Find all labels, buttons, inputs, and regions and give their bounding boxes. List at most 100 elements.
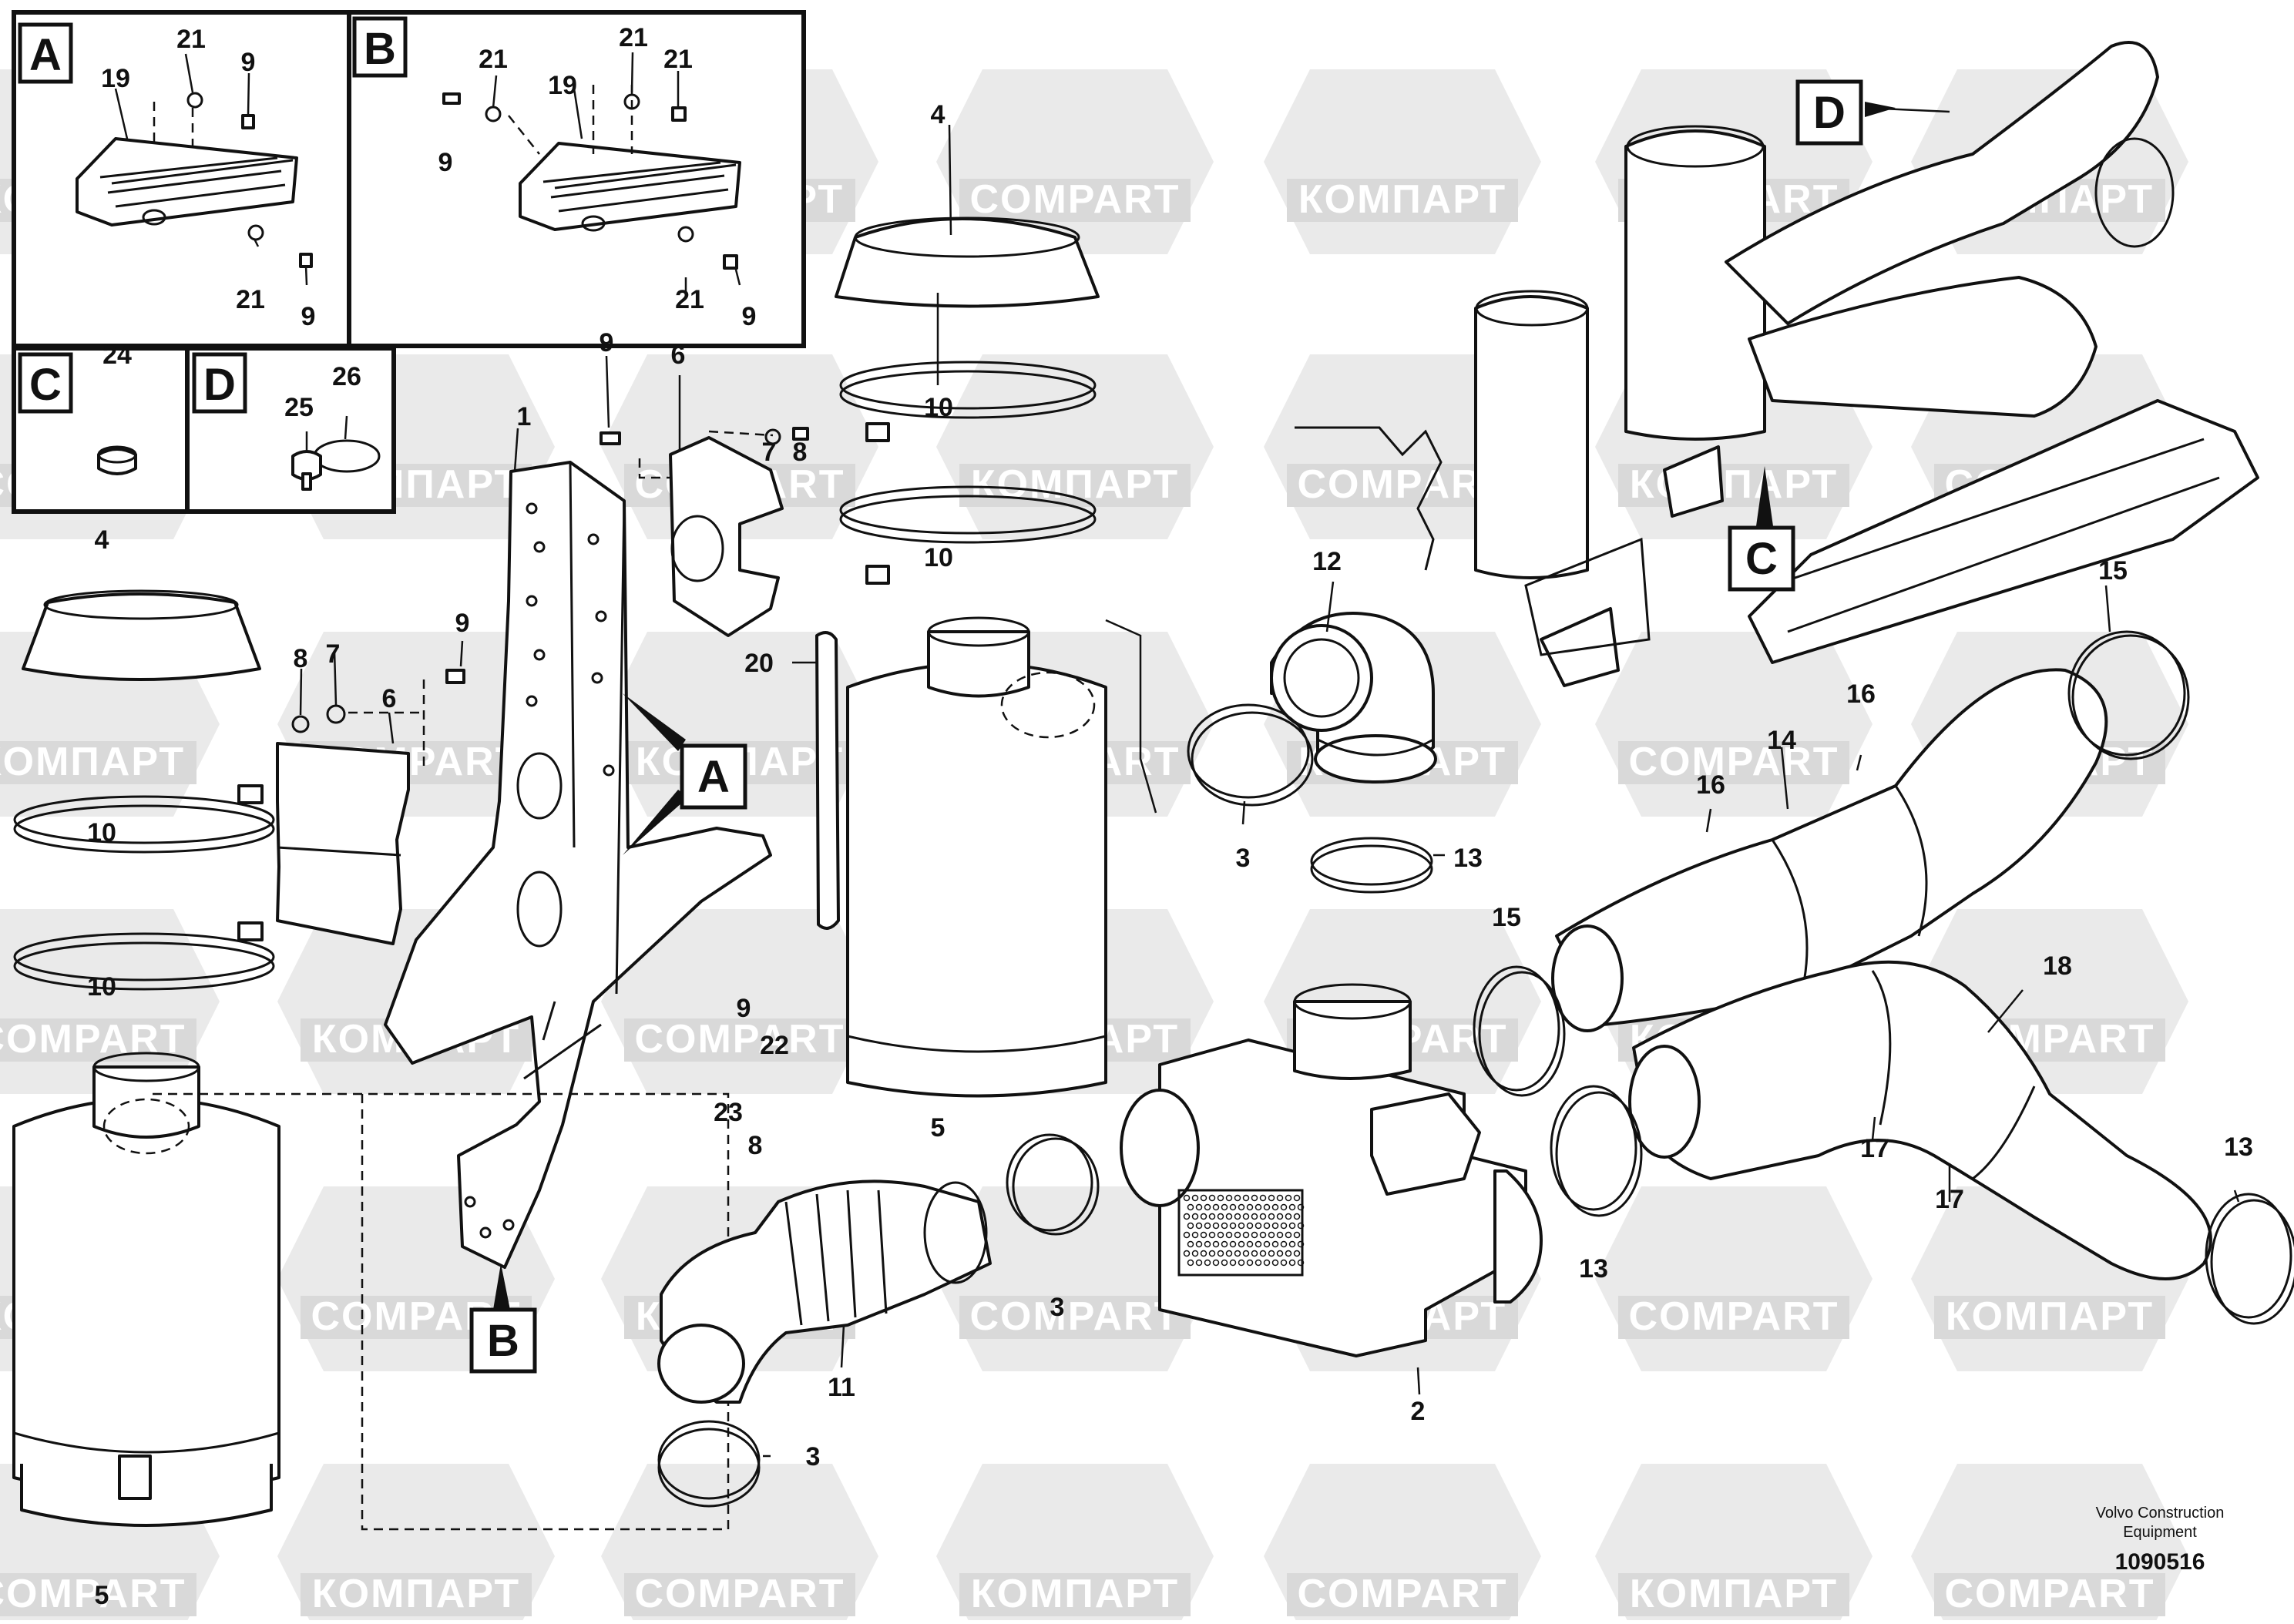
mesh-hole: [1229, 1203, 1237, 1211]
mesh-hole: [1187, 1259, 1194, 1267]
watermark-text: COMPART: [1628, 740, 1839, 784]
mesh-hole: [1259, 1213, 1267, 1220]
mesh-hole: [1212, 1259, 1220, 1267]
watermark-text: COMPART: [634, 1572, 845, 1616]
watermark-tile: КОМПАРТ: [277, 1464, 555, 1624]
mesh-hole: [1254, 1222, 1262, 1230]
callout-3: 3: [1050, 1293, 1065, 1322]
mesh-hole: [1200, 1194, 1207, 1202]
callout-6: 6: [382, 684, 397, 713]
watermark-tile: КОМПАРТ: [1595, 1464, 1872, 1624]
inset-label-b: B: [352, 16, 408, 78]
mesh-hole: [1204, 1240, 1211, 1248]
mesh-hole: [1212, 1222, 1220, 1230]
watermark-tile: КОМПАРТ: [1264, 69, 1541, 254]
watermark-tile: КОМПАРТ: [936, 354, 1214, 539]
mesh-hole: [1276, 1194, 1284, 1202]
credit-line-2: Equipment: [2123, 1524, 2197, 1541]
mesh-hole: [1246, 1259, 1254, 1267]
callout-9: 9: [438, 148, 453, 177]
mesh-hole: [1288, 1222, 1296, 1230]
mesh-hole: [1208, 1194, 1216, 1202]
mesh-hole: [1288, 1240, 1296, 1248]
mesh-hole: [1191, 1250, 1199, 1257]
mesh-hole: [1238, 1203, 1245, 1211]
mesh-hole: [1251, 1213, 1258, 1220]
mesh-hole: [1183, 1194, 1191, 1202]
callout-3: 3: [806, 1442, 821, 1471]
callout-3: 3: [1236, 844, 1251, 873]
mesh-hole: [1242, 1250, 1250, 1257]
mesh-hole: [1221, 1240, 1228, 1248]
watermark-text: COMPART: [1297, 1572, 1507, 1616]
center-filter-stack: [792, 124, 1107, 1098]
mesh-hole: [1187, 1240, 1194, 1248]
mesh-hole: [1225, 1194, 1233, 1202]
credit-block: Volvo Construction Equipment 1090516: [2096, 1505, 2225, 1575]
mesh-hole: [1187, 1203, 1194, 1211]
mesh-hole: [1234, 1194, 1241, 1202]
mesh-hole: [1293, 1250, 1301, 1257]
mesh-hole: [1271, 1203, 1279, 1211]
callout-17: 17: [1935, 1185, 1964, 1214]
callout-16: 16: [1696, 770, 1725, 800]
callout-25: 25: [284, 393, 314, 422]
mesh-hole: [1246, 1240, 1254, 1248]
support-bracket: [384, 428, 772, 1269]
mesh-hole: [1246, 1222, 1254, 1230]
mesh-hole: [1276, 1231, 1284, 1239]
watermark-text: COMPART: [1297, 462, 1507, 507]
mesh-hole: [1254, 1259, 1262, 1267]
mesh-hole: [1268, 1231, 1275, 1239]
watermark-tile: COMPART: [601, 909, 878, 1094]
precleaner-mesh: [1183, 1194, 1305, 1267]
watermark-text: КОМПАРТ: [1630, 462, 1838, 507]
mesh-hole: [1254, 1203, 1262, 1211]
mesh-hole: [1204, 1222, 1211, 1230]
watermark-text: КОМПАРТ: [1946, 1294, 2154, 1339]
mesh-hole: [1242, 1213, 1250, 1220]
callout-5: 5: [95, 1581, 109, 1610]
inset-c-plug: [97, 445, 137, 475]
callout-26: 26: [332, 362, 361, 391]
view-marker-d-text: D: [1813, 88, 1846, 138]
mesh-hole: [1234, 1231, 1241, 1239]
mesh-hole: [1217, 1194, 1224, 1202]
callout-10: 10: [924, 543, 953, 572]
inset-label-c: C: [18, 352, 73, 414]
mesh-hole: [1195, 1240, 1203, 1248]
hose-lower: [657, 1133, 1100, 1508]
callout-16: 16: [1846, 679, 1876, 709]
mesh-hole: [1285, 1194, 1292, 1202]
mesh-hole: [1297, 1203, 1305, 1211]
mesh-hole: [1276, 1250, 1284, 1257]
mesh-hole: [1242, 1231, 1250, 1239]
mesh-hole: [1288, 1203, 1296, 1211]
view-marker-b: B: [469, 1307, 537, 1374]
callout-17: 17: [1860, 1134, 1889, 1163]
intake-pipes: [1473, 585, 2294, 1325]
mesh-hole: [1285, 1213, 1292, 1220]
inset-b-step: [442, 52, 741, 293]
bracket-right: [600, 355, 809, 637]
callout-6: 6: [671, 341, 686, 370]
elbow-upper: [1187, 581, 1445, 894]
watermark-text: КОМПАРТ: [1630, 1572, 1838, 1616]
callout-12: 12: [1312, 547, 1342, 576]
callout-21: 21: [675, 285, 704, 314]
mesh-hole: [1251, 1231, 1258, 1239]
mesh-hole: [1191, 1194, 1199, 1202]
mesh-hole: [1271, 1240, 1279, 1248]
mesh-hole: [1221, 1259, 1228, 1267]
mesh-hole: [1208, 1250, 1216, 1257]
mesh-hole: [1225, 1231, 1233, 1239]
mesh-hole: [1183, 1250, 1191, 1257]
mesh-hole: [1263, 1240, 1271, 1248]
callout-18: 18: [2043, 951, 2072, 981]
watermark-text: КОМПАРТ: [971, 462, 1179, 507]
callout-10: 10: [924, 393, 953, 422]
mesh-hole: [1217, 1213, 1224, 1220]
mesh-hole: [1238, 1240, 1245, 1248]
